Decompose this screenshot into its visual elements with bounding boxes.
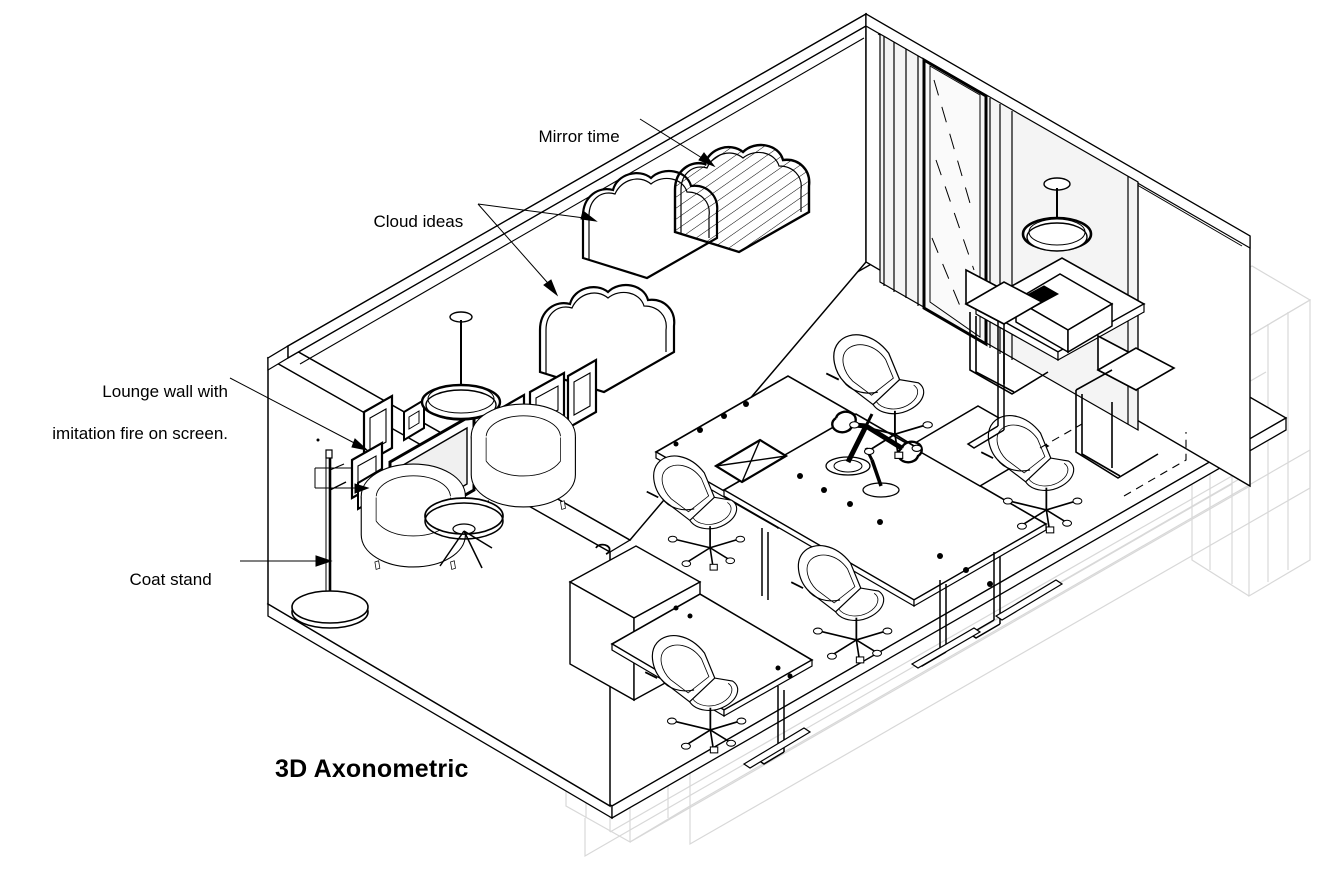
annotation-coat-stand: Coat stand [120, 548, 212, 590]
table-top-box [1014, 273, 1114, 354]
drawing-title: 3D Axonometric [275, 755, 469, 784]
annotation-coat-stand-text: Coat stand [129, 570, 212, 589]
side-table [424, 497, 504, 569]
hidden-edge-lines [1039, 423, 1187, 497]
floor-thickness-right [611, 416, 1287, 820]
coat-stand [291, 449, 369, 629]
annotation-leaders [229, 118, 716, 567]
hanging-mirror [1021, 177, 1093, 252]
pendant-light-lounge [420, 311, 502, 421]
tub-chair-right [469, 403, 578, 510]
annotation-lounge-wall-line2: imitation fire on screen. [52, 424, 228, 443]
right-wall-top-band [865, 12, 1251, 250]
desk-floor-rails [910, 579, 1064, 669]
cloud-shape-1 [538, 283, 676, 394]
task-lamp-2 [862, 447, 900, 498]
glass-reflection-marks [931, 79, 975, 307]
glass-pane-inner [929, 65, 981, 338]
annotation-cloud-ideas: Cloud ideas [364, 190, 463, 232]
annotation-mirror-time: Mirror time [529, 105, 620, 147]
cantilever-chair-right [1075, 334, 1176, 479]
laptop [713, 438, 789, 484]
annotation-mirror-time-text: Mirror time [538, 127, 620, 146]
annotation-lounge-wall-line1: Lounge wall with [102, 382, 228, 401]
drawing-title-text: 3D Axonometric [275, 755, 469, 783]
annotation-lounge-wall: Lounge wall with imitation fire on scree… [0, 360, 228, 444]
task-lamp-1 [825, 410, 923, 476]
cloud-shape-3-mirror [673, 143, 811, 254]
annotation-cloud-ideas-text: Cloud ideas [373, 212, 464, 231]
cantilever-chair-back [964, 268, 1049, 395]
